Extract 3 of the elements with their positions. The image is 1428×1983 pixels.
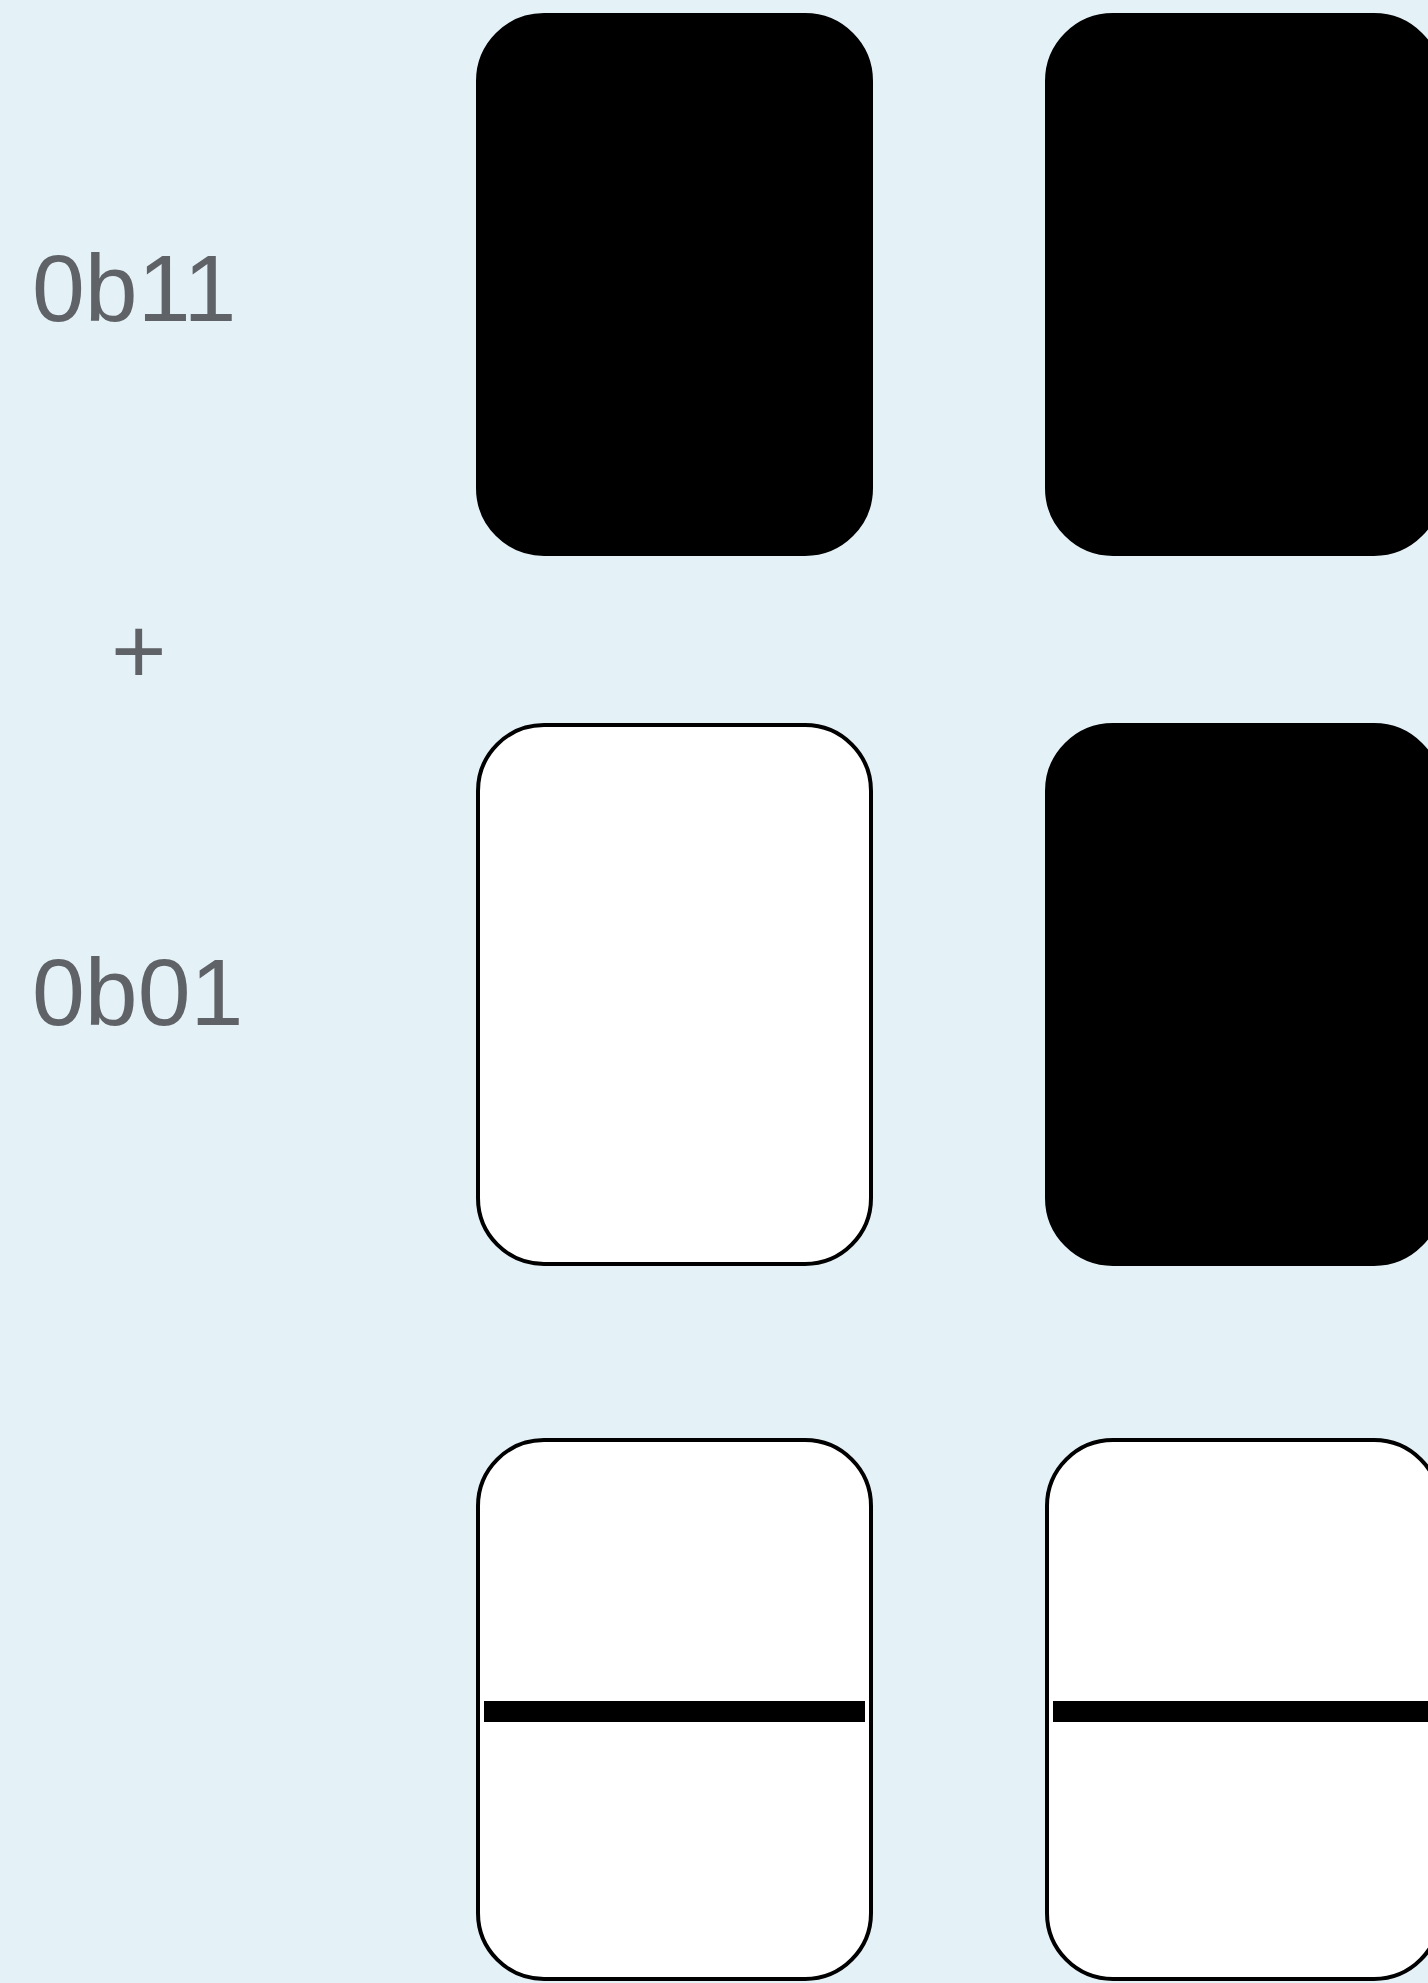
binary-number: 0b11 <box>32 241 237 336</box>
binary-number: 0b01 <box>32 945 244 1040</box>
plus-sign: + <box>111 603 167 698</box>
